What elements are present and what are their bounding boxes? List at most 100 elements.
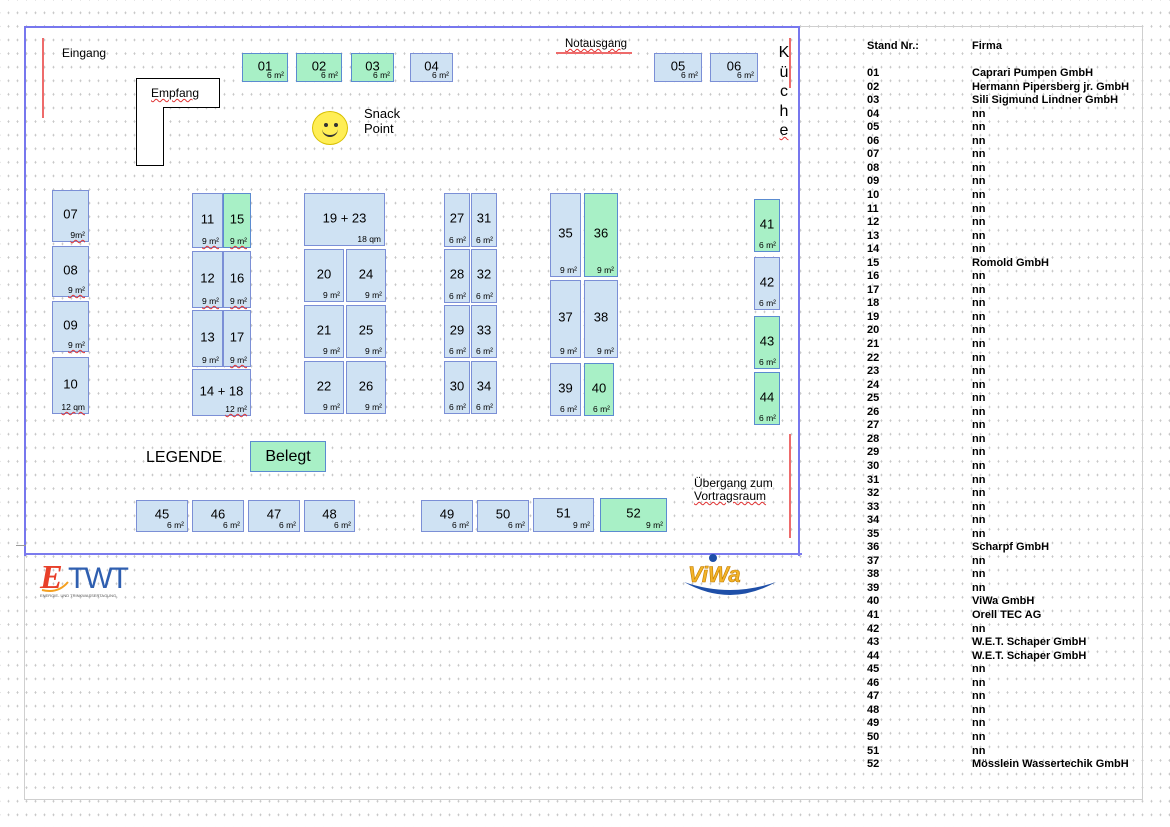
table-cell-firm: nn: [972, 175, 986, 188]
smiley-eye: [334, 123, 338, 127]
table-cell-firm: nn: [972, 432, 986, 445]
table-cell-stand: 23: [867, 365, 880, 378]
booth-number: 02: [311, 58, 327, 74]
table-cell-stand: 43: [867, 636, 880, 649]
booth-number: 20: [316, 266, 332, 282]
hall-wall-stub: [16, 545, 26, 546]
table-cell-stand: 48: [867, 703, 880, 716]
booth-size: 9 m²: [323, 402, 340, 412]
table-cell-stand: 06: [867, 134, 880, 147]
table-cell-stand: 26: [867, 405, 880, 418]
booth-number: 35: [558, 225, 573, 241]
table-cell-firm: Orell TEC AG: [972, 609, 1042, 621]
booth-size: 6 m²: [476, 235, 493, 245]
table-header-stand: Stand Nr.:: [867, 40, 919, 52]
emergency-exit-marker: [556, 52, 632, 54]
booth-size: 6 m²: [476, 346, 493, 356]
table-cell-stand: 08: [867, 161, 880, 174]
booth-size: 9 m²: [597, 346, 614, 356]
booth-size: 6 m²: [167, 520, 184, 530]
booth-number: 38: [593, 309, 609, 325]
reception-top: [136, 78, 220, 108]
booth-size: 9 m²: [365, 402, 382, 412]
table-cell-stand: 24: [867, 378, 880, 391]
booth-number: 41: [759, 216, 775, 232]
table-cell-firm: nn: [972, 283, 986, 296]
table-cell-firm: nn: [972, 310, 986, 323]
booth-size: 6 m²: [681, 70, 698, 80]
table-cell-firm: nn: [972, 690, 986, 703]
booth-size: 6 m²: [508, 520, 525, 530]
booth-number: 49: [439, 506, 455, 522]
etwt-logo: E TWT ENERGIE- UND TRINKWASSERTAGUNG: [38, 556, 148, 602]
booth-number: 43: [759, 333, 775, 349]
booth-size: 6 m²: [759, 298, 776, 308]
table-cell-firm: nn: [972, 703, 986, 716]
table-cell-stand: 19: [867, 310, 880, 323]
booth-size: 9 m²: [230, 355, 247, 365]
booth-number: 15: [229, 211, 245, 227]
table-cell-firm: nn: [972, 744, 986, 757]
table-cell-firm: nn: [972, 459, 986, 472]
booth-38[interactable]: 38 9 m²: [584, 280, 618, 358]
booth-number: 25: [358, 322, 374, 338]
table-cell-firm: nn: [972, 229, 986, 242]
viwa-logo: ViWa: [680, 552, 780, 602]
table-cell-firm: Scharpf GmbH: [972, 541, 1050, 554]
table-cell-firm: nn: [972, 419, 986, 432]
reception-label: Empfang: [151, 86, 200, 100]
table-cell-stand: 31: [867, 473, 880, 486]
table-cell-firm: nn: [972, 717, 986, 730]
emergency-exit-label: Notausgang: [565, 38, 628, 50]
